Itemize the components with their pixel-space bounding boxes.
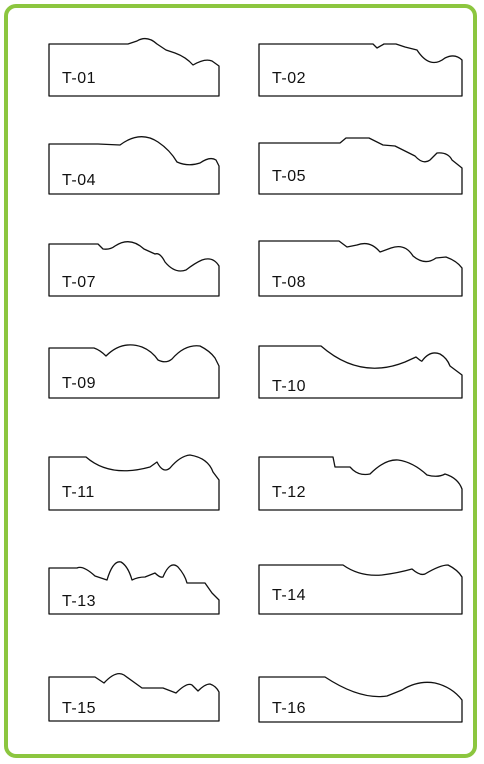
profile-t-15: T-15	[48, 672, 220, 722]
profile-outline	[48, 37, 220, 97]
profile-label: T-07	[62, 274, 96, 291]
profile-outline	[258, 240, 463, 297]
profile-label: T-09	[62, 375, 96, 392]
profile-t-07: T-07	[48, 241, 220, 297]
profile-t-16: T-16	[258, 676, 463, 723]
profile-label: T-01	[62, 70, 96, 87]
profile-label: T-02	[272, 70, 306, 87]
profile-outline	[258, 676, 463, 723]
profile-label: T-13	[62, 593, 96, 610]
profile-outline	[48, 454, 220, 511]
profile-label: T-16	[272, 700, 306, 717]
profile-t-08: T-08	[258, 240, 463, 297]
profile-label: T-04	[62, 172, 96, 189]
profile-label: T-12	[272, 484, 306, 501]
profile-t-14: T-14	[258, 564, 463, 615]
profile-label: T-05	[272, 168, 306, 185]
profile-outline	[48, 561, 220, 615]
profile-t-09: T-09	[48, 344, 220, 399]
profile-outline	[258, 137, 463, 195]
profile-t-13: T-13	[48, 561, 220, 615]
profile-t-12: T-12	[258, 456, 463, 511]
profile-t-02: T-02	[258, 43, 463, 97]
profile-label: T-14	[272, 587, 306, 604]
profile-t-04: T-04	[48, 136, 220, 195]
profile-label: T-11	[62, 484, 95, 501]
profile-outline	[258, 345, 463, 399]
profile-outline	[48, 136, 220, 195]
profile-label: T-10	[272, 378, 306, 395]
profile-outline	[258, 456, 463, 511]
profile-label: T-15	[62, 700, 96, 717]
profile-outline	[258, 43, 463, 97]
profile-outline	[48, 241, 220, 297]
profile-catalog-card	[4, 4, 477, 758]
profile-outline	[258, 564, 463, 615]
profile-t-05: T-05	[258, 137, 463, 195]
profile-t-01: T-01	[48, 37, 220, 97]
profile-t-11: T-11	[48, 454, 220, 511]
profile-outline	[48, 344, 220, 399]
profile-outline	[48, 672, 220, 722]
profile-t-10: T-10	[258, 345, 463, 399]
profile-label: T-08	[272, 274, 306, 291]
